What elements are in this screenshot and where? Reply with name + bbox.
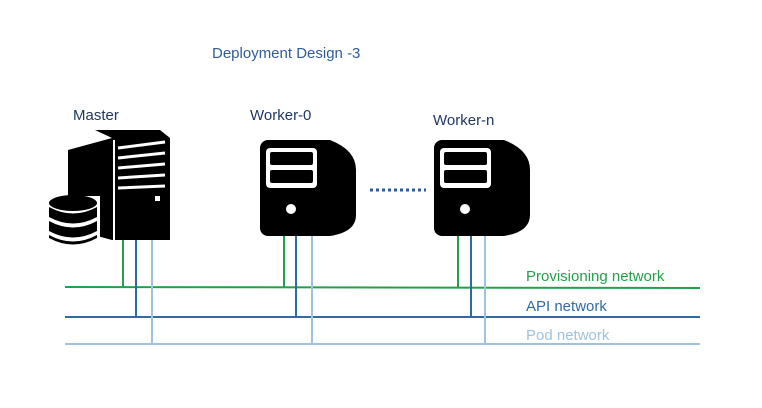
provisioning-network-line [64, 286, 701, 289]
pod-network-label: Pod network [526, 327, 610, 344]
database-icon [48, 195, 100, 246]
master-server-icon [68, 130, 170, 240]
worker-n-label: Worker-n [433, 112, 495, 129]
worker-0-label: Worker-0 [250, 107, 312, 124]
provisioning-network-label: Provisioning network [526, 268, 665, 285]
diagram-title: Deployment Design -3 [212, 45, 361, 62]
api-network-label: API network [526, 298, 607, 315]
master-label: Master [73, 107, 119, 124]
worker-0-server-icon [260, 140, 356, 236]
worker-n-server-icon [434, 140, 530, 236]
